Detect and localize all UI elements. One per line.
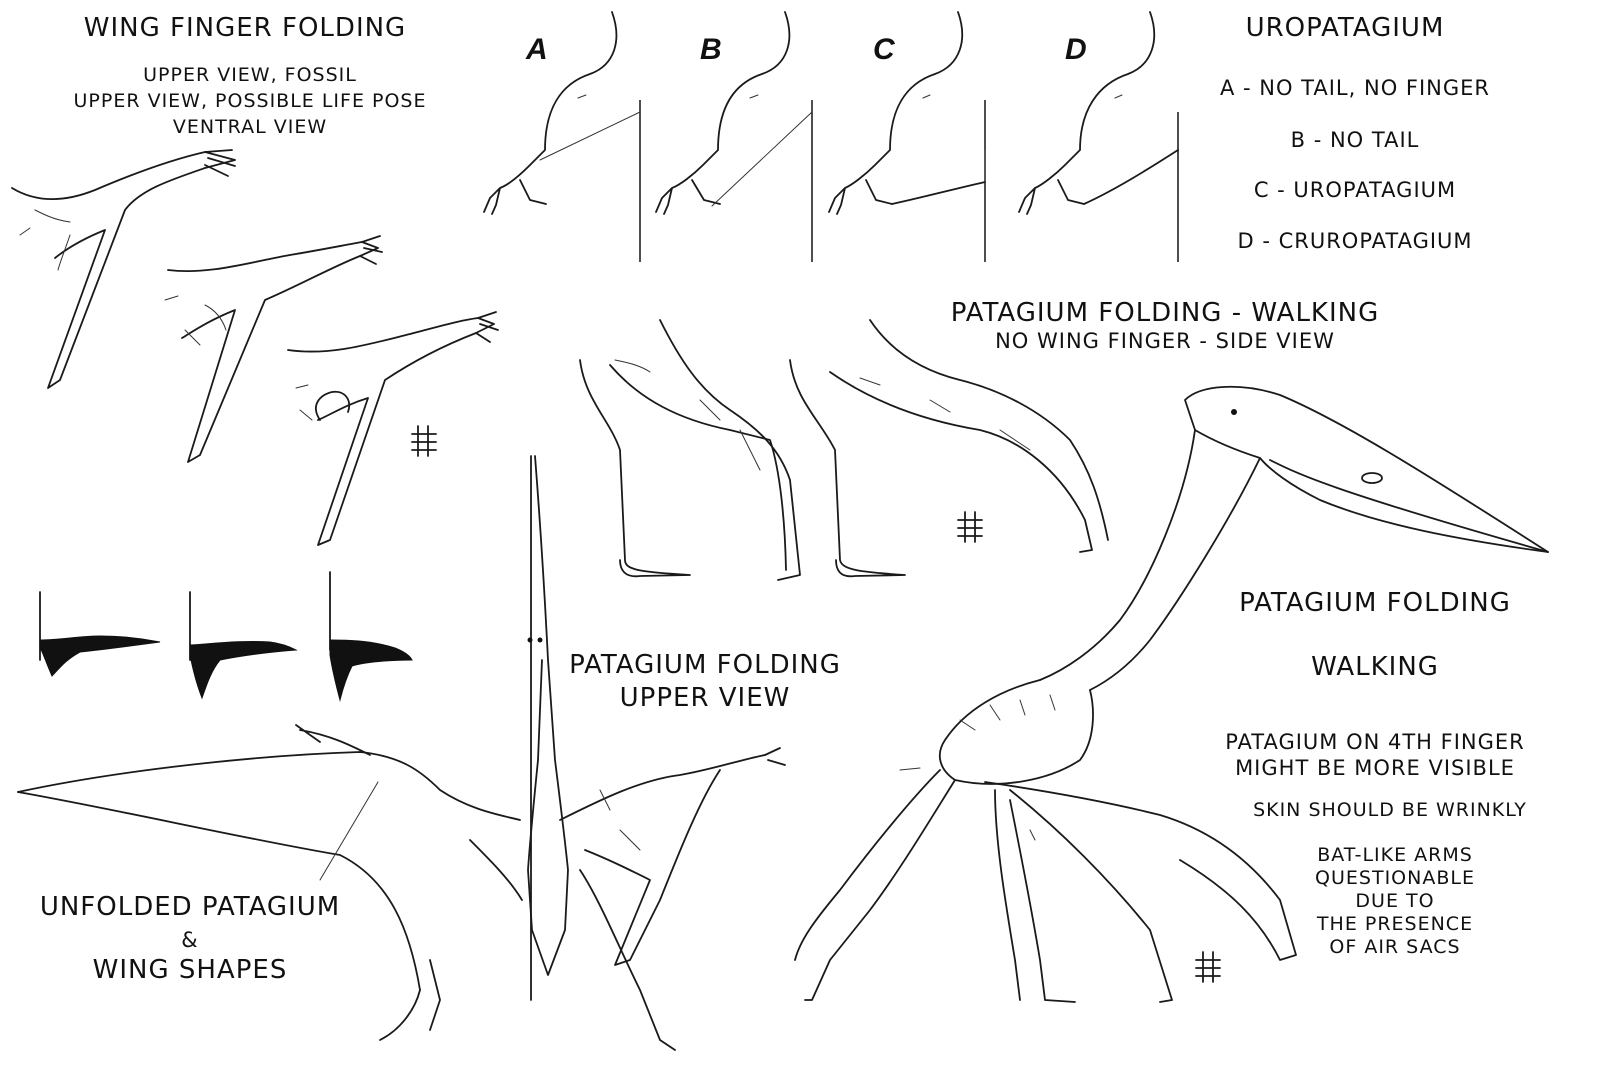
uropatagium-title: UROPATAGIUM xyxy=(1245,13,1445,43)
panel-label-d: D xyxy=(1065,33,1087,66)
panel-label-b: B xyxy=(700,33,722,66)
artist-monogram-2 xyxy=(957,511,983,543)
walking-side-legs-right xyxy=(789,319,1109,578)
walking-note-3-line-5: OF AIR SACS xyxy=(1329,936,1461,958)
upper-view-pterosaur xyxy=(17,455,786,1051)
uropatagium-item-b: B - NO TAIL xyxy=(1290,128,1420,152)
walking-note-2: SKIN SHOULD BE WRINKLY xyxy=(1253,799,1527,821)
walking-note-3-line-1: BAT-LIKE ARMS xyxy=(1317,844,1473,866)
uropatagium-item-a: A - NO TAIL, NO FINGER xyxy=(1219,76,1491,100)
panel-label-a: A xyxy=(526,33,548,66)
uropatagium-item-c: C - UROPATAGIUM xyxy=(1253,178,1457,202)
uropatagium-item-d: D - CRUROPATAGIUM xyxy=(1237,229,1473,253)
wing-finger-line-1: UPPER VIEW, FOSSIL xyxy=(143,64,357,86)
wing-finger-line-2: UPPER VIEW, POSSIBLE LIFE POSE xyxy=(73,90,427,112)
walking-side-title: PATAGIUM FOLDING - WALKING xyxy=(950,298,1380,328)
walking-note-1a: PATAGIUM ON 4TH FINGER xyxy=(1225,730,1525,754)
walking-side-legs-left xyxy=(579,319,801,581)
walking-pterosaur xyxy=(794,385,1549,1003)
wing-shape-silhouettes xyxy=(39,571,413,702)
wing-finger-sketch-ventral xyxy=(287,311,499,546)
unfolded-line-3: WING SHAPES xyxy=(92,955,288,985)
wing-finger-line-3: VENTRAL VIEW xyxy=(172,116,328,138)
uropatagium-figure-a xyxy=(483,11,641,215)
uropatagium-figure-c xyxy=(828,11,986,215)
unfolded-line-1: UNFOLDED PATAGIUM xyxy=(39,892,341,922)
artist-monogram-1 xyxy=(411,425,437,457)
uropatagium-figure-d xyxy=(1018,11,1179,215)
artist-monogram-3 xyxy=(1195,951,1221,983)
walking-note-3-line-4: THE PRESENCE xyxy=(1316,913,1474,935)
wing-finger-sketch-life-pose xyxy=(164,235,383,463)
upper-view-title-2: UPPER VIEW xyxy=(619,683,791,713)
wing-finger-title: WING FINGER FOLDING xyxy=(83,13,407,43)
walking-side-subtitle: NO WING FINGER - SIDE VIEW xyxy=(995,329,1335,353)
upper-view-title-1: PATAGIUM FOLDING xyxy=(569,650,841,680)
walking-title-2: WALKING xyxy=(1311,652,1439,682)
walking-note-3-line-2: QUESTIONABLE xyxy=(1315,867,1475,889)
unfolded-line-2: & xyxy=(181,928,199,952)
wing-finger-sketch-fossil xyxy=(11,149,236,389)
panel-label-c: C xyxy=(873,33,895,66)
walking-note-3-line-3: DUE TO xyxy=(1355,890,1435,912)
uropatagium-figure-b xyxy=(655,11,813,215)
walking-title-1: PATAGIUM FOLDING xyxy=(1239,588,1511,618)
walking-note-1b: MIGHT BE MORE VISIBLE xyxy=(1235,756,1515,780)
